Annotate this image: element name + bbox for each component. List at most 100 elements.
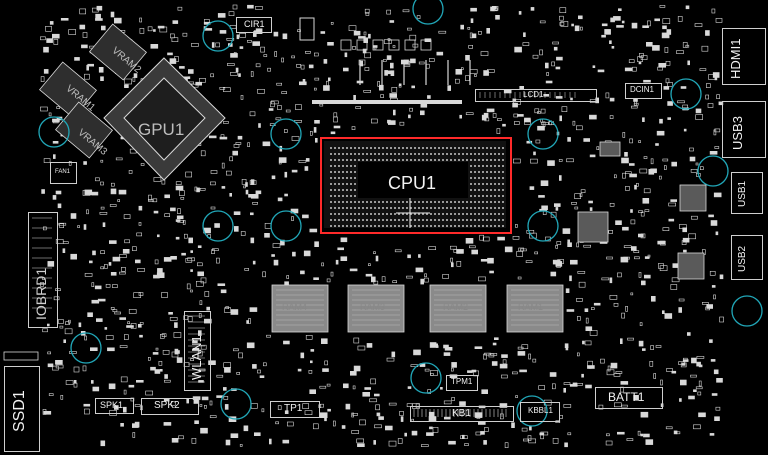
smd-part [250, 71, 254, 77]
smd-part [295, 104, 302, 110]
smd-part [359, 419, 366, 426]
smd-part [620, 381, 629, 385]
smd-part [95, 177, 100, 182]
smd-part [389, 20, 395, 23]
spk2-box[interactable] [141, 398, 199, 415]
smd-part [539, 49, 543, 56]
smd-part [110, 188, 117, 195]
cpu1-ball [482, 219, 484, 221]
cpu1-ball [402, 201, 404, 203]
cpu1-ball [338, 147, 340, 149]
smd-part [175, 236, 180, 240]
smd-part [474, 74, 477, 77]
smd-part [255, 28, 263, 35]
fan1-box[interactable] [50, 162, 77, 184]
smd-part [320, 31, 326, 34]
cpu1-ball [354, 183, 356, 185]
ram2-label: RAM2 [443, 302, 469, 312]
smd-part [616, 25, 624, 28]
cpu1-ball [342, 225, 344, 227]
smd-part [179, 190, 185, 196]
usb1-port[interactable] [731, 172, 763, 214]
cpu1-ball [470, 207, 472, 209]
smd-part [150, 366, 156, 371]
smd-part [163, 398, 170, 402]
smd-part [187, 76, 191, 79]
cpu1-ball [378, 219, 380, 221]
smd-part [687, 60, 691, 66]
smd-part [186, 283, 191, 290]
smd-part [291, 55, 295, 59]
spk1-box[interactable] [95, 398, 134, 414]
cpu1-ball [342, 177, 344, 179]
cpu1-ball [434, 207, 436, 209]
smd-part [551, 383, 556, 390]
smd-part [348, 25, 357, 32]
cpu1-ball [454, 213, 456, 215]
cpu1-ball [386, 201, 388, 203]
batt1-connector[interactable] [595, 387, 663, 409]
cpu1-ball [334, 147, 336, 149]
smd-part [82, 365, 87, 372]
cpu1-ball [458, 213, 460, 215]
smd-part [655, 143, 659, 146]
tpm1-box[interactable] [446, 375, 478, 391]
cpu1-ball [406, 153, 408, 155]
smd-part [450, 257, 453, 263]
smd-part [492, 113, 497, 118]
smd-part [261, 408, 265, 413]
cpu1-ball [362, 159, 364, 161]
smd-part [187, 316, 193, 322]
smd-part [653, 373, 657, 379]
smd-part [711, 285, 716, 288]
smd-part [153, 210, 159, 214]
smd-part [161, 292, 168, 298]
smd-part [79, 8, 86, 15]
cpu1-ball [454, 147, 456, 149]
cpu1-ball [478, 201, 480, 203]
cpu1-ball [498, 189, 500, 191]
smd-part [43, 158, 51, 163]
smd-part [471, 33, 477, 39]
ssd1-box[interactable] [4, 366, 40, 452]
smd-part [112, 284, 118, 288]
smd-part [91, 299, 100, 304]
smd-part [178, 435, 184, 440]
usb2-port[interactable] [731, 235, 763, 280]
smd-part [97, 298, 106, 302]
smd-part [540, 180, 549, 186]
smd-part [109, 409, 117, 416]
cir1-box[interactable] [236, 17, 272, 33]
lcd1-connector[interactable] [475, 89, 597, 102]
kb1-connector[interactable] [410, 406, 514, 422]
smd-part [555, 245, 559, 249]
cpu1-ball [498, 225, 500, 227]
smd-part [552, 41, 559, 45]
smd-part [637, 56, 643, 63]
io-board1-connector[interactable] [28, 212, 58, 328]
smd-part [282, 439, 290, 444]
cpu1-ball [498, 207, 500, 209]
smd-part [682, 227, 688, 233]
smd-part [216, 257, 220, 264]
cpu1-ball [450, 219, 452, 221]
smd-part [283, 129, 288, 133]
smd-part [114, 405, 119, 410]
smd-part [483, 353, 487, 360]
smd-part [620, 256, 629, 263]
smd-part [691, 215, 698, 220]
tp1-box[interactable] [270, 401, 320, 418]
wlan1-box[interactable] [184, 311, 211, 391]
smd-part [349, 370, 357, 376]
cpu1-outline[interactable] [320, 137, 512, 234]
usb3-port[interactable] [722, 101, 766, 158]
smd-part [545, 80, 553, 84]
dcin1-box[interactable] [625, 83, 662, 99]
hdmi1-port[interactable] [722, 28, 766, 85]
smd-part [719, 274, 724, 280]
cpu1-ball [494, 201, 496, 203]
cpu1-ball [490, 189, 492, 191]
mounting-hole [202, 20, 234, 52]
smd-part [538, 385, 546, 390]
kbbl1-box[interactable] [520, 402, 560, 422]
